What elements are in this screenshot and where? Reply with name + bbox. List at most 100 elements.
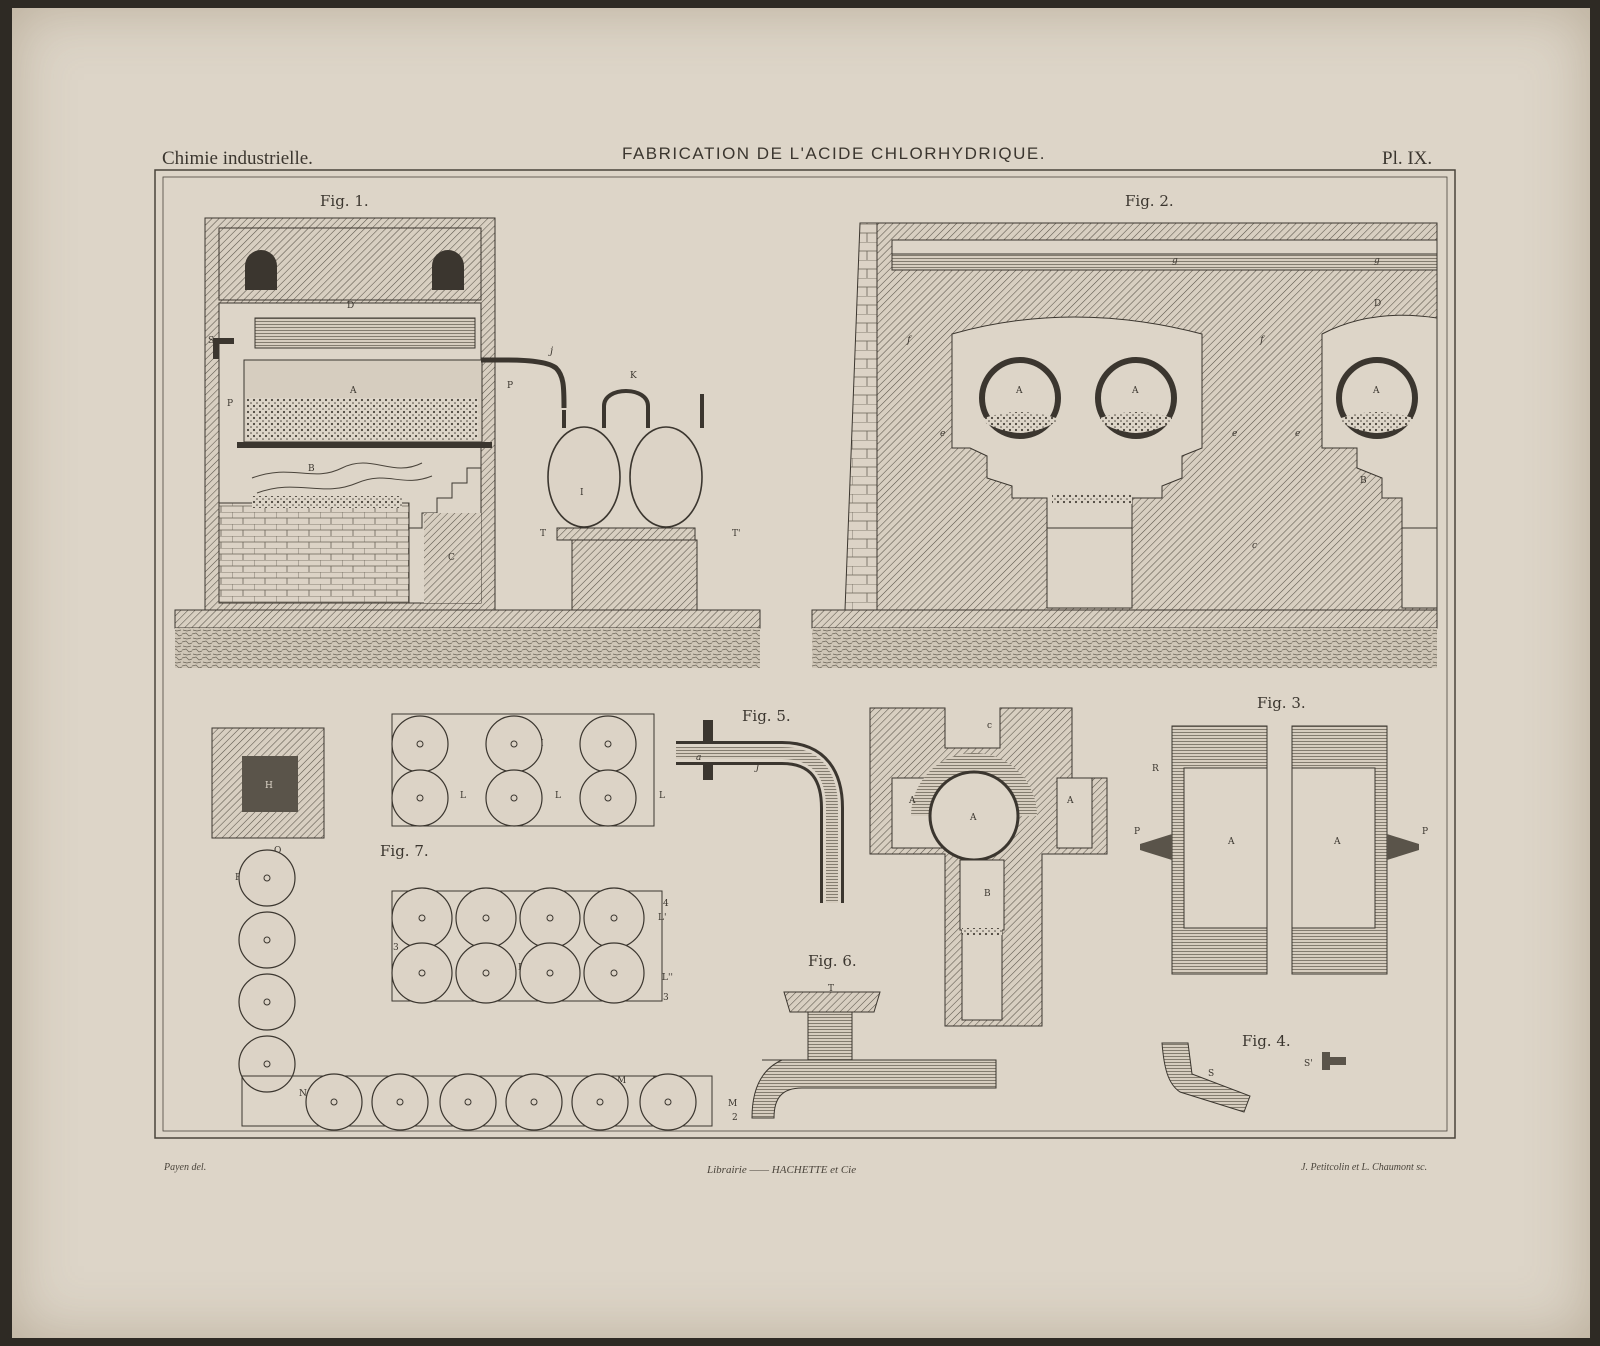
jar-plan-circle xyxy=(485,715,543,773)
publisher-credit: Librairie —— HACHETTE et Cie xyxy=(707,1164,857,1176)
fig5-label-a: a xyxy=(696,753,701,763)
jar-plan-circle xyxy=(439,1073,497,1131)
fig3-label-A-1: A xyxy=(1227,837,1235,847)
jar-neck xyxy=(510,794,518,802)
plate-title: FABRICATION DE L'ACIDE CHLORHYDRIQUE. xyxy=(622,144,1046,163)
fig7-title: Fig. 7. xyxy=(380,842,429,860)
fig1-label-j: j xyxy=(548,346,553,357)
fig1-label-K: K xyxy=(630,371,637,381)
fig1-label-A: A xyxy=(349,386,357,396)
jar-neck xyxy=(596,1098,604,1106)
fig2-label-A-3: A xyxy=(1372,386,1380,396)
fig3-retort-cylinder: Fig. 3. A A R P P xyxy=(1134,694,1428,975)
jar-neck xyxy=(396,1098,404,1106)
jar-plan-circle xyxy=(238,849,296,907)
jar-neck xyxy=(546,969,554,977)
section-label-A-right: A xyxy=(1066,796,1074,806)
section-label-A: A xyxy=(969,813,977,823)
fig1-label-T: T xyxy=(540,529,546,539)
fig1-title: Fig. 1. xyxy=(320,192,369,210)
jar-plan-circle xyxy=(238,1035,296,1093)
fig3-label-P-1: P xyxy=(1134,827,1140,837)
fig7-label-4: 4 xyxy=(663,899,669,909)
fig5-bent-pipe: Fig. 5. a j xyxy=(676,707,844,903)
fig7-label-L-1: L xyxy=(460,791,466,801)
jar-plan-circle xyxy=(305,1073,363,1131)
fig2-label-e-3: e xyxy=(1295,429,1300,439)
fig2-label-e-1: e xyxy=(940,429,945,439)
jar-plan-circle xyxy=(455,942,517,1004)
jar-neck xyxy=(263,1060,271,1068)
jar-plan-circle xyxy=(583,887,645,949)
fig3-label-P-2: P xyxy=(1422,827,1428,837)
jar-plan-circle xyxy=(571,1073,629,1131)
fig2-title: Fig. 2. xyxy=(1125,192,1174,210)
fig4-title: Fig. 4. xyxy=(1242,1032,1291,1050)
fig2-label-e-2: e xyxy=(1232,429,1237,439)
fig1-label-S: S xyxy=(208,336,214,346)
jar-neck xyxy=(510,740,518,748)
fig4-label-Sp: S' xyxy=(1304,1059,1313,1069)
jar-neck xyxy=(482,914,490,922)
fig7-label-L-3: L xyxy=(659,791,665,801)
jar-neck xyxy=(418,969,426,977)
jar-plan-circle xyxy=(455,887,517,949)
draughtsman-credit: Payen del. xyxy=(164,1162,207,1173)
fig7-label-Lpp-1: L'' xyxy=(662,973,673,983)
jar-plan-circle xyxy=(371,1073,429,1131)
jar-plan-circle xyxy=(639,1073,697,1131)
engraving-sheet: Chimie industrielle. FABRICATION DE L'AC… xyxy=(12,8,1590,1338)
jar-plan-circle xyxy=(519,887,581,949)
fig2-furnace-battery: Fig. 2. g g A A A D B f f e e e c xyxy=(811,192,1438,668)
jar-neck xyxy=(263,936,271,944)
fig2-label-f-1: f xyxy=(906,335,913,346)
fig1-label-P-left: P xyxy=(227,399,233,409)
fig6-tap: Fig. 6. T xyxy=(751,952,997,1119)
fig2-label-g-2: g xyxy=(1374,256,1380,266)
fig1-label-B: B xyxy=(308,464,315,474)
jar-neck xyxy=(530,1098,538,1106)
fig2-label-D: D xyxy=(1374,299,1381,309)
fig1-label-P-right: P xyxy=(507,381,513,391)
fig1-label-D: D xyxy=(347,301,354,311)
fig4-stopper: Fig. 4. S S' xyxy=(1161,1032,1346,1113)
jar-neck xyxy=(464,1098,472,1106)
jar-neck xyxy=(330,1098,338,1106)
fig6-label-T: T xyxy=(828,984,834,994)
jar-plan-circle xyxy=(391,769,449,827)
jar-neck xyxy=(482,969,490,977)
fig7-label-P: P xyxy=(235,873,241,883)
fig6-title: Fig. 6. xyxy=(808,952,857,970)
jar-plan-circle xyxy=(238,973,296,1031)
fig7-label-M-3: M xyxy=(728,1099,737,1109)
jar-plan-circle xyxy=(579,769,637,827)
jar-row-frame xyxy=(391,890,663,1002)
fig5-title: Fig. 5. xyxy=(742,707,791,725)
fig7-label-O: O xyxy=(274,846,281,856)
jar-plan-circle xyxy=(391,942,453,1004)
jar-plan-circle xyxy=(505,1073,563,1131)
fig3-label-A-2: A xyxy=(1333,837,1341,847)
jar-neck xyxy=(263,874,271,882)
section-label-B: B xyxy=(984,889,991,899)
fig2-label-A-1: A xyxy=(1015,386,1023,396)
fig1-label-I: I xyxy=(580,488,584,498)
fig3-title: Fig. 3. xyxy=(1257,694,1306,712)
fig1-label-Tp: T' xyxy=(732,529,740,539)
fig1-furnace-section: Fig. 1. D A B C S P P j K xyxy=(174,192,761,668)
jar-plan-circle xyxy=(485,769,543,827)
fig7-label-N: N xyxy=(299,1089,307,1099)
jar-neck xyxy=(416,794,424,802)
jar-plan-circle xyxy=(579,715,637,773)
jar-neck xyxy=(263,998,271,1006)
jar-neck xyxy=(604,740,612,748)
jar-plan-circle xyxy=(238,911,296,969)
jar-row-frame xyxy=(391,713,655,827)
section-label-c: c xyxy=(987,721,992,731)
plate-illustration: Fig. 1. D A B C S P P j K xyxy=(154,169,1456,1139)
retort-cross-section: c A A A B xyxy=(869,707,1108,1027)
fig2-label-c: c xyxy=(1252,541,1257,551)
section-label-A-left: A xyxy=(908,796,916,806)
fig4-label-S: S xyxy=(1208,1069,1214,1079)
jar-neck xyxy=(610,914,618,922)
